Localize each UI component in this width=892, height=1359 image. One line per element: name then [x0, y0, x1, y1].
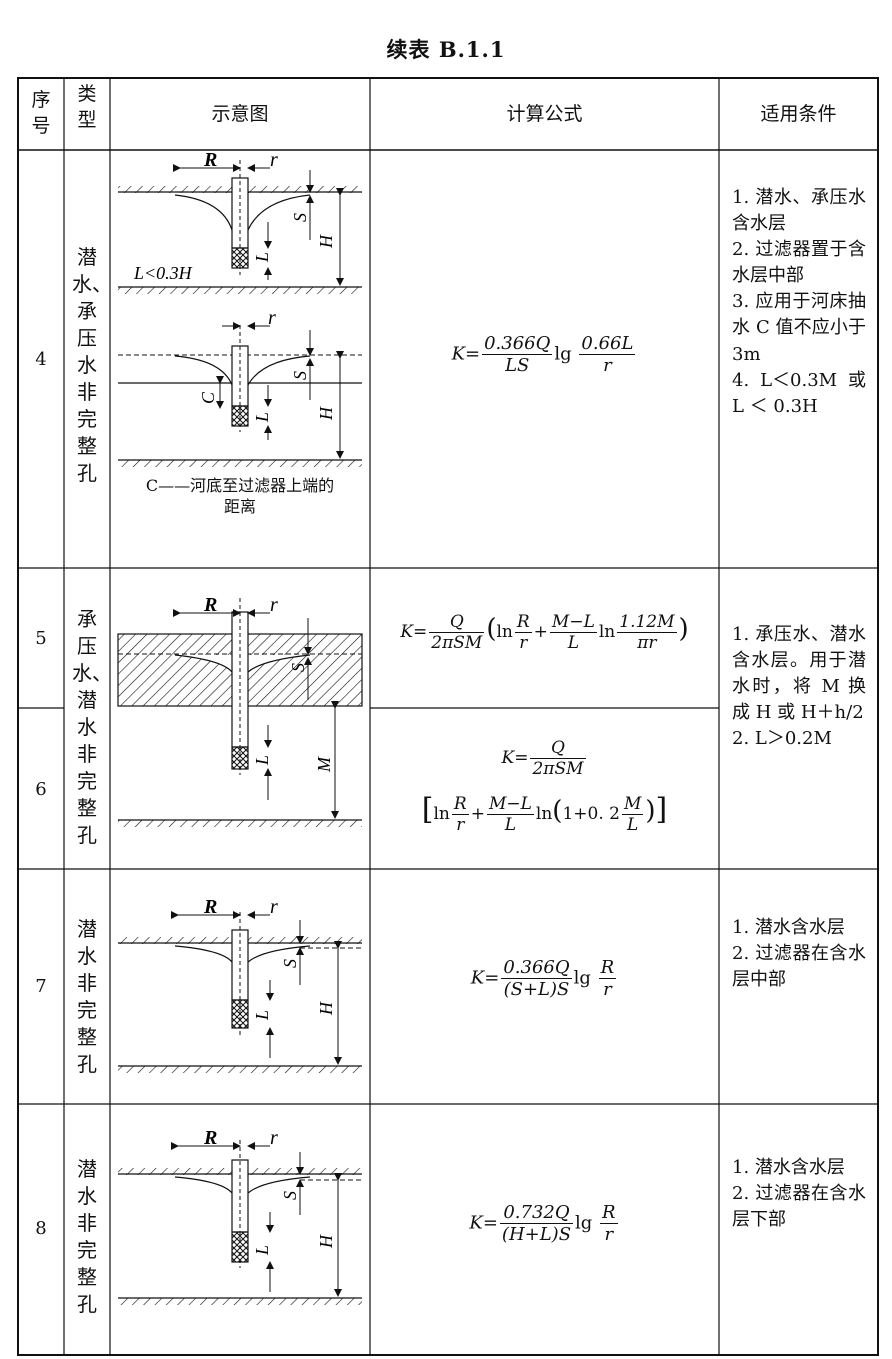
label-L-56: L [252, 755, 272, 766]
label-L-lower: L [252, 412, 272, 423]
label-S-7: S [280, 959, 300, 968]
label-H-8: H [316, 1234, 336, 1249]
diagram-row8 [118, 1140, 362, 1305]
label-R-8: R [203, 1127, 217, 1149]
label-L-8: L [252, 1245, 272, 1256]
row56-condition: 1. 承压水、潜水含水层。用于潜水时，将 M 换成 H 或 H＋h/2 2. L… [732, 624, 866, 750]
row6-seq: 6 [35, 779, 47, 800]
row56-type: 承压水、潜水非完整孔 [72, 607, 112, 847]
diagram-row56 [117, 598, 363, 827]
diagram-row4-upper [118, 160, 362, 294]
label-r-56: r [270, 594, 278, 616]
header-seq: 序号 [31, 89, 51, 137]
label-C: C [198, 391, 218, 404]
label-R-7: R [203, 896, 217, 918]
diagram-row7 [118, 911, 362, 1073]
label-S-8: S [280, 1191, 300, 1200]
label-r: r [270, 149, 278, 171]
row4-diagram-note: C——河底至过滤器上端的距离 [145, 476, 335, 516]
label-S-lower: S [290, 371, 310, 380]
label-S-56: S [288, 663, 308, 672]
row8-condition: 1. 潜水含水层 2. 过滤器在含水层下部 [732, 1157, 866, 1231]
header-condition: 适用条件 [760, 103, 837, 125]
row8-type: 潜水非完整孔 [77, 1157, 97, 1316]
header-formula: 计算公式 [506, 103, 583, 125]
row4-type: 潜水、承压水非完整孔 [72, 245, 112, 485]
header-diagram: 示意图 [211, 103, 269, 125]
table-title: 续表 B.1.1 [386, 37, 506, 62]
label-r-7: r [270, 896, 278, 918]
label-L-7: L [252, 1010, 272, 1021]
label-H: H [316, 234, 336, 249]
label-H-lower: H [316, 406, 336, 421]
row7-seq: 7 [35, 976, 47, 997]
label-R: R [203, 149, 217, 171]
row4-seq: 4 [35, 349, 47, 370]
row7-condition: 1. 潜水含水层 2. 过滤器在含水层中部 [732, 917, 866, 991]
row5-seq: 5 [35, 628, 47, 649]
label-S: S [290, 213, 310, 222]
header-type: 类型 [77, 83, 97, 131]
row8-seq: 8 [35, 1218, 47, 1239]
label-r-lower: r [268, 307, 276, 329]
label-L: L [252, 252, 272, 263]
row7-type: 潜水非完整孔 [77, 917, 97, 1076]
label-r-8: r [270, 1127, 278, 1149]
label-H-7: H [316, 1001, 336, 1016]
row4-condition: 1. 潜水、承压水含水层 2. 过滤器置于含水层中部 3. 应用于河床抽水 C … [732, 187, 866, 417]
diagram-row4-lower [118, 322, 362, 467]
label-L-condition: L<0.3H [133, 263, 193, 283]
label-M: M [314, 756, 334, 773]
label-R-56: R [203, 594, 217, 616]
